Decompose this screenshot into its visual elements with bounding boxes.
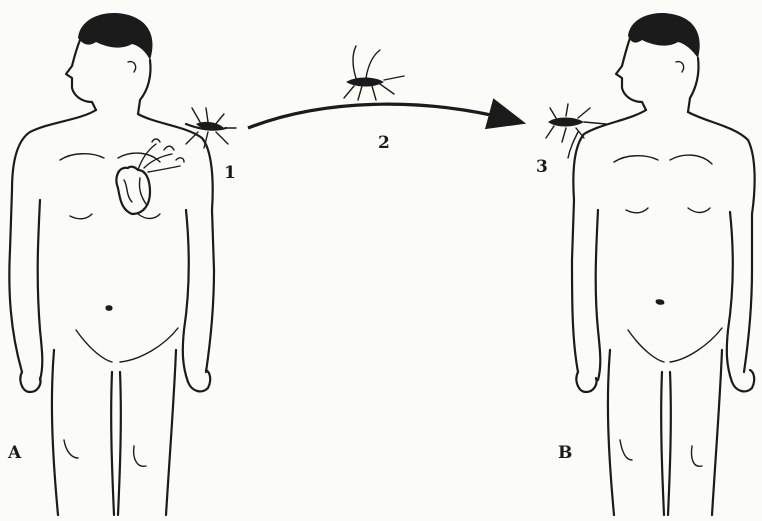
person-a-hair (78, 13, 152, 60)
person-a-figure (9, 13, 214, 515)
label-person-b: B (558, 443, 572, 463)
label-step-1: 1 (224, 163, 236, 183)
label-step-2: 2 (378, 133, 390, 153)
mosquito-icon-2 (344, 46, 404, 100)
label-step-3: 3 (536, 157, 548, 177)
heart-icon (116, 139, 184, 214)
mosquito-icon-1 (186, 108, 236, 148)
label-person-a: A (7, 443, 22, 463)
person-b-hair (628, 13, 700, 58)
person-b-figure (572, 13, 755, 515)
transmission-arrow (248, 104, 520, 128)
